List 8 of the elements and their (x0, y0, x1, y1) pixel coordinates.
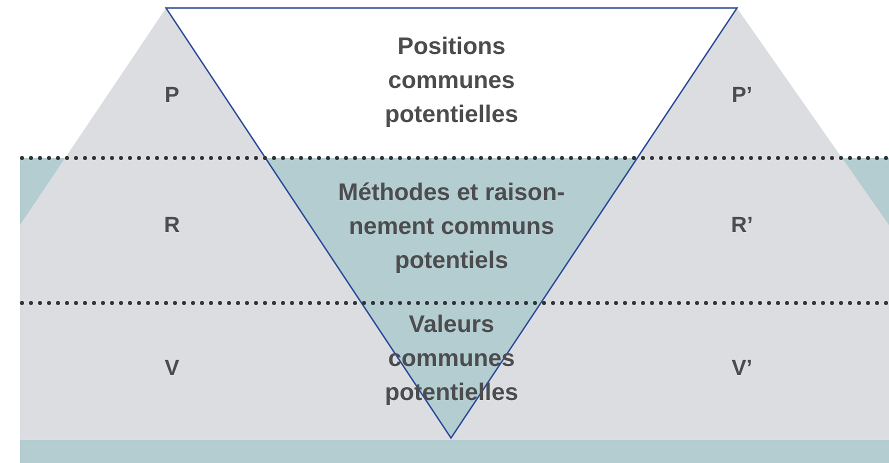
layer-letter: P’ (732, 82, 752, 108)
layer-letter: R’ (731, 212, 753, 238)
layer-letter: V (164, 355, 180, 381)
layer-letter: V’ (732, 355, 752, 381)
layer-letter: R (164, 212, 180, 238)
layer-letter: P (164, 82, 180, 108)
layer-text: Méthodes et raison- nement communs potentiels (337, 178, 566, 276)
layer-text: Positions communes potentielles (384, 32, 520, 130)
